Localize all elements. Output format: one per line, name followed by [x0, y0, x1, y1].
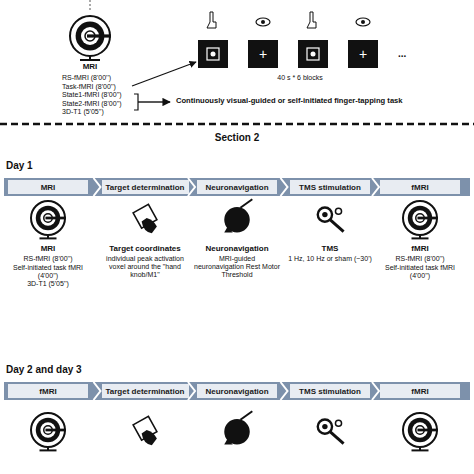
node-text: Target determination — [106, 387, 185, 396]
node-text: fMRI — [411, 387, 428, 396]
section-title: Section 2 — [177, 132, 297, 144]
scan-item: State1-fMRI (8'00'') — [62, 91, 142, 99]
pointer-arrow — [132, 62, 196, 86]
step-title: Target coordinates — [100, 244, 190, 253]
chevron — [94, 178, 101, 196]
phase-header: Neuronavigation — [197, 180, 277, 194]
phase-header: TMS stimulation — [290, 384, 370, 398]
chevron — [188, 178, 195, 196]
ellipsis: ... — [398, 48, 428, 60]
mri-icon — [31, 413, 66, 450]
lead-line — [90, 0, 91, 12]
chevron — [281, 382, 288, 400]
phase-header: fMRI — [380, 384, 460, 398]
phase-header: Target determination — [102, 180, 189, 194]
step-title: TMS — [288, 244, 372, 253]
chevron — [188, 382, 195, 400]
chevron — [372, 382, 379, 400]
step-detail: RS-fMRI (8'00'') — [5, 255, 91, 263]
phase-header: Target determination — [102, 384, 189, 398]
phase-header: TMS stimulation — [290, 180, 370, 194]
mri-icon — [403, 413, 438, 450]
mri-icon — [70, 16, 111, 60]
scan-item: State2-fMRI (8'00'') — [62, 100, 142, 108]
node-text: fMRI — [411, 183, 428, 192]
step-detail: Self-initiated task fMRI (4'00'') — [5, 264, 91, 280]
neuronavigation-icon — [224, 199, 252, 232]
bracket — [134, 94, 138, 110]
block-note: 40 s * 6 blocks — [255, 74, 345, 82]
eye-cue — [256, 18, 270, 26]
section-divider — [0, 123, 474, 126]
node-text: TMS stimulation — [299, 387, 361, 396]
neuronavigation-icon — [224, 411, 252, 444]
day-title: Day 2 and day 3 — [6, 364, 166, 376]
phase-header: Neuronavigation — [197, 384, 277, 398]
chevron — [94, 382, 101, 400]
step-title: MRI — [5, 244, 91, 253]
node-text: Neuronavigation — [205, 183, 268, 192]
scan-item: RS-fMRI (8'00'') — [62, 74, 142, 82]
step-detail: Self-initiated task fMRI (4'00'') — [377, 264, 463, 280]
hand-cue — [207, 12, 216, 28]
chevron — [281, 178, 288, 196]
node-text: TMS stimulation — [299, 183, 361, 192]
mri-icon — [403, 201, 438, 238]
mri-icon — [31, 201, 66, 238]
phase-band — [4, 382, 470, 400]
modality-title: MRI — [70, 62, 110, 71]
fixation-screen: + — [248, 40, 278, 68]
target-icon — [133, 416, 157, 445]
node-text: fMRI — [39, 387, 56, 396]
step-detail: 1 Hz, 10 Hz or sham (~30') — [288, 255, 372, 263]
tms-coil-icon — [318, 207, 344, 231]
node-text: + — [259, 46, 267, 62]
step-detail: 3D-T1 (5'05'') — [5, 280, 91, 288]
tms-coil-icon — [318, 419, 344, 443]
stimulus-screen — [298, 40, 328, 68]
step-title: fMRI — [377, 244, 463, 253]
phase-band — [4, 178, 470, 196]
task-description: Continuously visual-guided or self-initi… — [176, 97, 472, 106]
phase-header: fMRI — [8, 384, 88, 398]
phase-header: MRI — [8, 180, 88, 194]
pointer-arrow — [138, 101, 170, 102]
chevron — [372, 178, 379, 196]
node-text: Target determination — [106, 183, 185, 192]
fixation-screen: + — [348, 40, 378, 68]
step-title: Neuronavigation — [194, 244, 280, 253]
phase-header: fMRI — [380, 180, 460, 194]
target-icon — [133, 204, 157, 233]
eye-cue — [356, 18, 370, 26]
node-text: MRI — [41, 183, 56, 192]
hand-cue — [307, 12, 316, 28]
step-detail: individual peak activation voxel around … — [100, 255, 190, 279]
stimulus-screen — [198, 40, 228, 68]
scan-item: Task-fMRI (8'00'') — [62, 83, 142, 91]
step-detail: RS-fMRI (8'00'') — [377, 255, 463, 263]
node-text: + — [359, 46, 367, 62]
scan-item: 3D-T1 (5'05'') — [62, 108, 142, 116]
node-text: Neuronavigation — [205, 387, 268, 396]
step-detail: MRI-guided neuronavigation Rest Motor Th… — [194, 255, 280, 279]
day-title: Day 1 — [6, 160, 126, 172]
